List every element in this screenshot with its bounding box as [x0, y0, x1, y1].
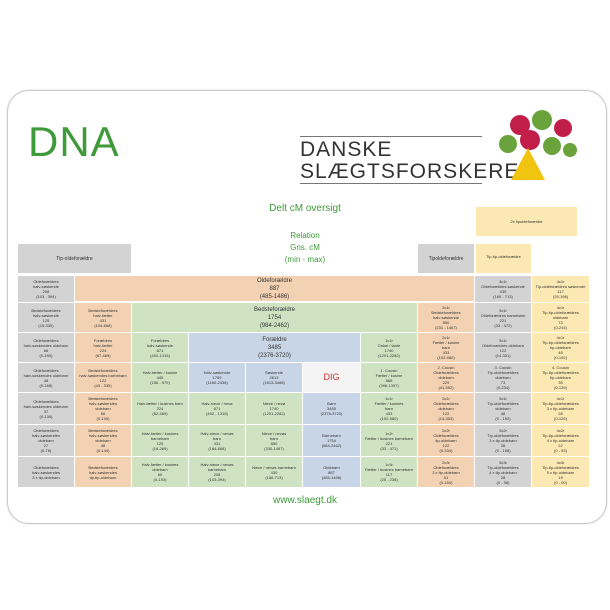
grid-cell: 1c1r Fætter / kusines barn 433 (102-980) — [361, 393, 417, 424]
grid-cell: 4c1r Tip-tip-oldeforældres 3 x tip-oldeb… — [532, 393, 589, 424]
grid-cell: 2x tipoldeforældre — [476, 207, 577, 236]
grid-cell: 2c1r Oldeforældres oldebarn 122 (14-353) — [418, 393, 474, 424]
legend-avg: Gns. cM — [290, 243, 320, 252]
grid-cell: Forældre 3485 (2376-3720) — [189, 333, 360, 362]
grid-cell: 3c1r Oldeforældres barnebarn 221 (33 - 4… — [475, 303, 531, 332]
grid-cell: 4c3r Tip-tip-oldeforældres 5 x tip-oldeb… — [532, 457, 589, 487]
grid-cell: 4. Cousin Tip-tip-oldeforældres tip-olde… — [532, 363, 589, 392]
grid-cell: Oldeforældre 887 (485-1486) — [75, 276, 474, 301]
legend-range: (min - max) — [284, 255, 326, 264]
grid-cell: 4c2r Tip-tip-oldeforældres 4 x tip-oldeb… — [532, 425, 589, 456]
grid-cell: Forældres halv-fætter 224 (67-469) — [75, 333, 131, 362]
grid-cell: Tip-oldeforældre — [18, 244, 131, 273]
grid-cell: Tip-tip-oldeforældre — [476, 244, 531, 273]
grid-cell: Niece / nevøs barnebarn 430 (186-713) — [246, 457, 302, 487]
grid-cell: Halv-niece / nevø 871 (492 - 1315) — [189, 393, 245, 424]
grid-cell: 2c2r Oldeforældres tip-oldebarn 122 (0-3… — [418, 425, 474, 456]
grid-cell: Bedsteforældre 1754 (984-2462) — [132, 303, 417, 332]
grid-cell: Tipoldeforældre — [418, 244, 474, 273]
grid-cell: Oldeforældres halv-søskendes oldebarn 48… — [18, 363, 74, 392]
grid-cell: Niece / nevøs barn 850 (330-1467) — [246, 425, 302, 456]
grid-cell: Halv-fætter / kusines oldebarn 60 (0-193… — [132, 457, 188, 487]
grid-cell: Oldeforældres halv-søskende 208 (103 - 3… — [18, 276, 74, 302]
grid-cell: Forældres halv-søskende 871 (492-1315) — [132, 333, 188, 362]
grid-cell: Oldeforældres halv-søskendes oldebarn 66… — [18, 333, 74, 362]
dna-heading: DNA — [28, 118, 120, 165]
legend-relation: Relation — [290, 231, 320, 240]
grid-cell: 4c1r Tip-oldeforældres søskende 117 (25-… — [532, 276, 589, 302]
grid-cell: Niece / nevø 1740 (1201-2282) — [246, 393, 302, 424]
grid-cell: Barnebarn 1754 (984-2462) — [303, 425, 360, 456]
grid-cell: Søskende 2613 (1613-3488) — [246, 363, 302, 392]
grid-cell: Børn 3485 (2376-3720) — [303, 393, 360, 424]
grid-cell: 1. Cousin Fætter / kusine 866 (396-1397) — [361, 363, 417, 392]
brand-rule — [300, 136, 482, 137]
grid-cell: 4c1r Tip-tip-oldeforældres oldebarn 73 (… — [532, 303, 589, 332]
grid-cell: 3c1r Oldeforældres søskende 430 (180 - 7… — [475, 276, 531, 302]
grid-cell: Halv-søskende 1759 (1160-2436) — [189, 363, 245, 392]
legend: Relation Gns. cM (min - max) — [0, 230, 610, 266]
footer-url: www.slaegt.dk — [273, 495, 337, 506]
brand-rule-bottom — [300, 183, 482, 184]
grid-cell: Oldeforældres halv-søskendes oldebarn 37… — [18, 393, 74, 424]
grid-cell: Halv-niece / nevøs barn 431 (184-668) — [189, 425, 245, 456]
grid-cell: 1c1r Onkel / tante 1740 (1201-2282) — [361, 333, 417, 362]
grid-cell: Oldeforældres halv-søskendes 3 x tip-old… — [18, 457, 74, 487]
brand-line2: SLÆGTSFORSKERE — [300, 160, 520, 183]
grid-cell: Oldebarn 887 (485-1486) — [303, 457, 360, 487]
grid-cell: 4c1r Tip-tip-oldeforældres tip-oldebarn … — [532, 333, 589, 362]
chart-title: Delt cM oversigt — [269, 203, 341, 214]
grid-cell: 3c3r Tip-oldeforældres 4 x tip-oldebarn … — [475, 457, 531, 487]
grid-cell: Bedsteforældres halv-søskende 125 (15-33… — [18, 303, 74, 332]
brand-wordmark: DANSKE SLÆGTSFORSKERE — [300, 136, 520, 184]
grid-cell: 3c1r Oldeforældres oldebarn 122 (14-301) — [475, 333, 531, 362]
grid-cell: Halv-fætter / kusines barnebarn 125 (16-… — [132, 425, 188, 456]
grid-cell: DIG — [303, 363, 360, 392]
brand-line1: DANSKE — [300, 138, 393, 161]
grid-cell: 2c3r Oldeforældres 3 x tip-oldebarn 51 (… — [418, 457, 474, 487]
grid-cell: 2. Cousin Oldeforældres oldebarn 229 (41… — [418, 363, 474, 392]
grid-cell: 1c2r Fætter / kusines barnebarn 221 (33 … — [361, 425, 417, 456]
grid-cell: 3. Cousin Tip-oldeforældres oldebarn 73 … — [475, 363, 531, 392]
grid-cell: 3c1r Tip-oldeforældres oldebarn 48 (0 - … — [475, 393, 531, 424]
grid-cell: Bedsteforældres halv-søskendes tip-tip-o… — [75, 457, 131, 487]
grid-cell: Bedsteforældres halv-søskendes oldebarn … — [75, 425, 131, 456]
grid-cell: Bedsteforældres halv-søskendes barnebarn… — [75, 363, 131, 392]
tree-logo-icon — [499, 110, 577, 180]
grid-cell: Oldeforældres halv-søskendes oldebarn 27… — [18, 425, 74, 456]
grid-cell: Halv-niece / nevøs barnebarn 208 (103-39… — [189, 457, 245, 487]
grid-cell: 2c1r Bedsteforældres halv-søskende 850 (… — [418, 303, 474, 332]
grid-cell: Halv-fætter / kusine 445 (156 - 979) — [132, 363, 188, 392]
grid-cell: Halv-fætter / kusines barn 224 (62-469) — [132, 393, 188, 424]
grid-cell: 2c1r Fætter / kusine barn 433 (102-980) — [418, 333, 474, 362]
grid-cell: Bedsteforældres halv-søskendes oldebarn … — [75, 393, 131, 424]
grid-cell: Bedsteforældres halv-fætter 431 (104-668… — [75, 303, 131, 332]
grid-cell: 3c2r Tip-oldeforældres 3 x tip-oldebarn … — [475, 425, 531, 456]
grid-cell: 1c3r Fætter / kusines barnebarn 117 (25 … — [361, 457, 417, 487]
